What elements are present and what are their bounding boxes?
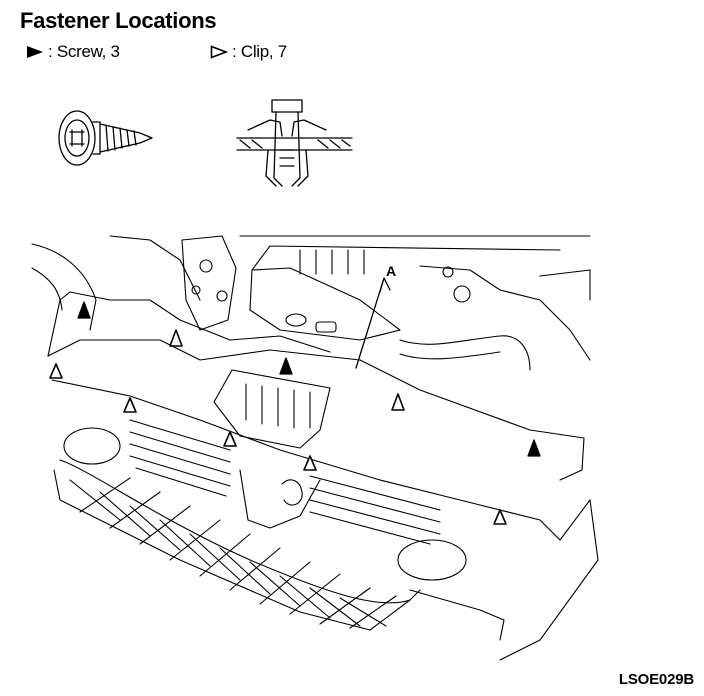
screw-marker xyxy=(77,301,91,319)
engine-bay-linework xyxy=(31,235,599,661)
clip-marker xyxy=(169,329,183,347)
clip-marker xyxy=(223,431,237,447)
clip-marker xyxy=(49,363,63,379)
screw-marker xyxy=(527,439,541,457)
page-title: Fastener Locations xyxy=(20,8,217,33)
legend-screw-label: : Screw, 3 xyxy=(48,42,120,61)
drawing-code: LSOE029B xyxy=(618,671,694,688)
outline-triangle-icon xyxy=(210,45,229,59)
clip-illustration xyxy=(236,99,353,187)
clip-marker xyxy=(303,455,317,471)
clip-marker xyxy=(391,393,405,411)
legend-screw: : Screw, 3 xyxy=(26,42,120,62)
screw-marker xyxy=(279,357,293,375)
callout-a-leader xyxy=(355,277,391,369)
clip-marker xyxy=(493,509,507,525)
legend-clip: : Clip, 7 xyxy=(210,42,287,62)
legend-clip-label: : Clip, 7 xyxy=(232,42,287,61)
clip-marker xyxy=(123,397,137,413)
filled-triangle-icon xyxy=(27,46,43,58)
screw-illustration xyxy=(58,110,153,166)
callout-label: A xyxy=(386,263,396,279)
